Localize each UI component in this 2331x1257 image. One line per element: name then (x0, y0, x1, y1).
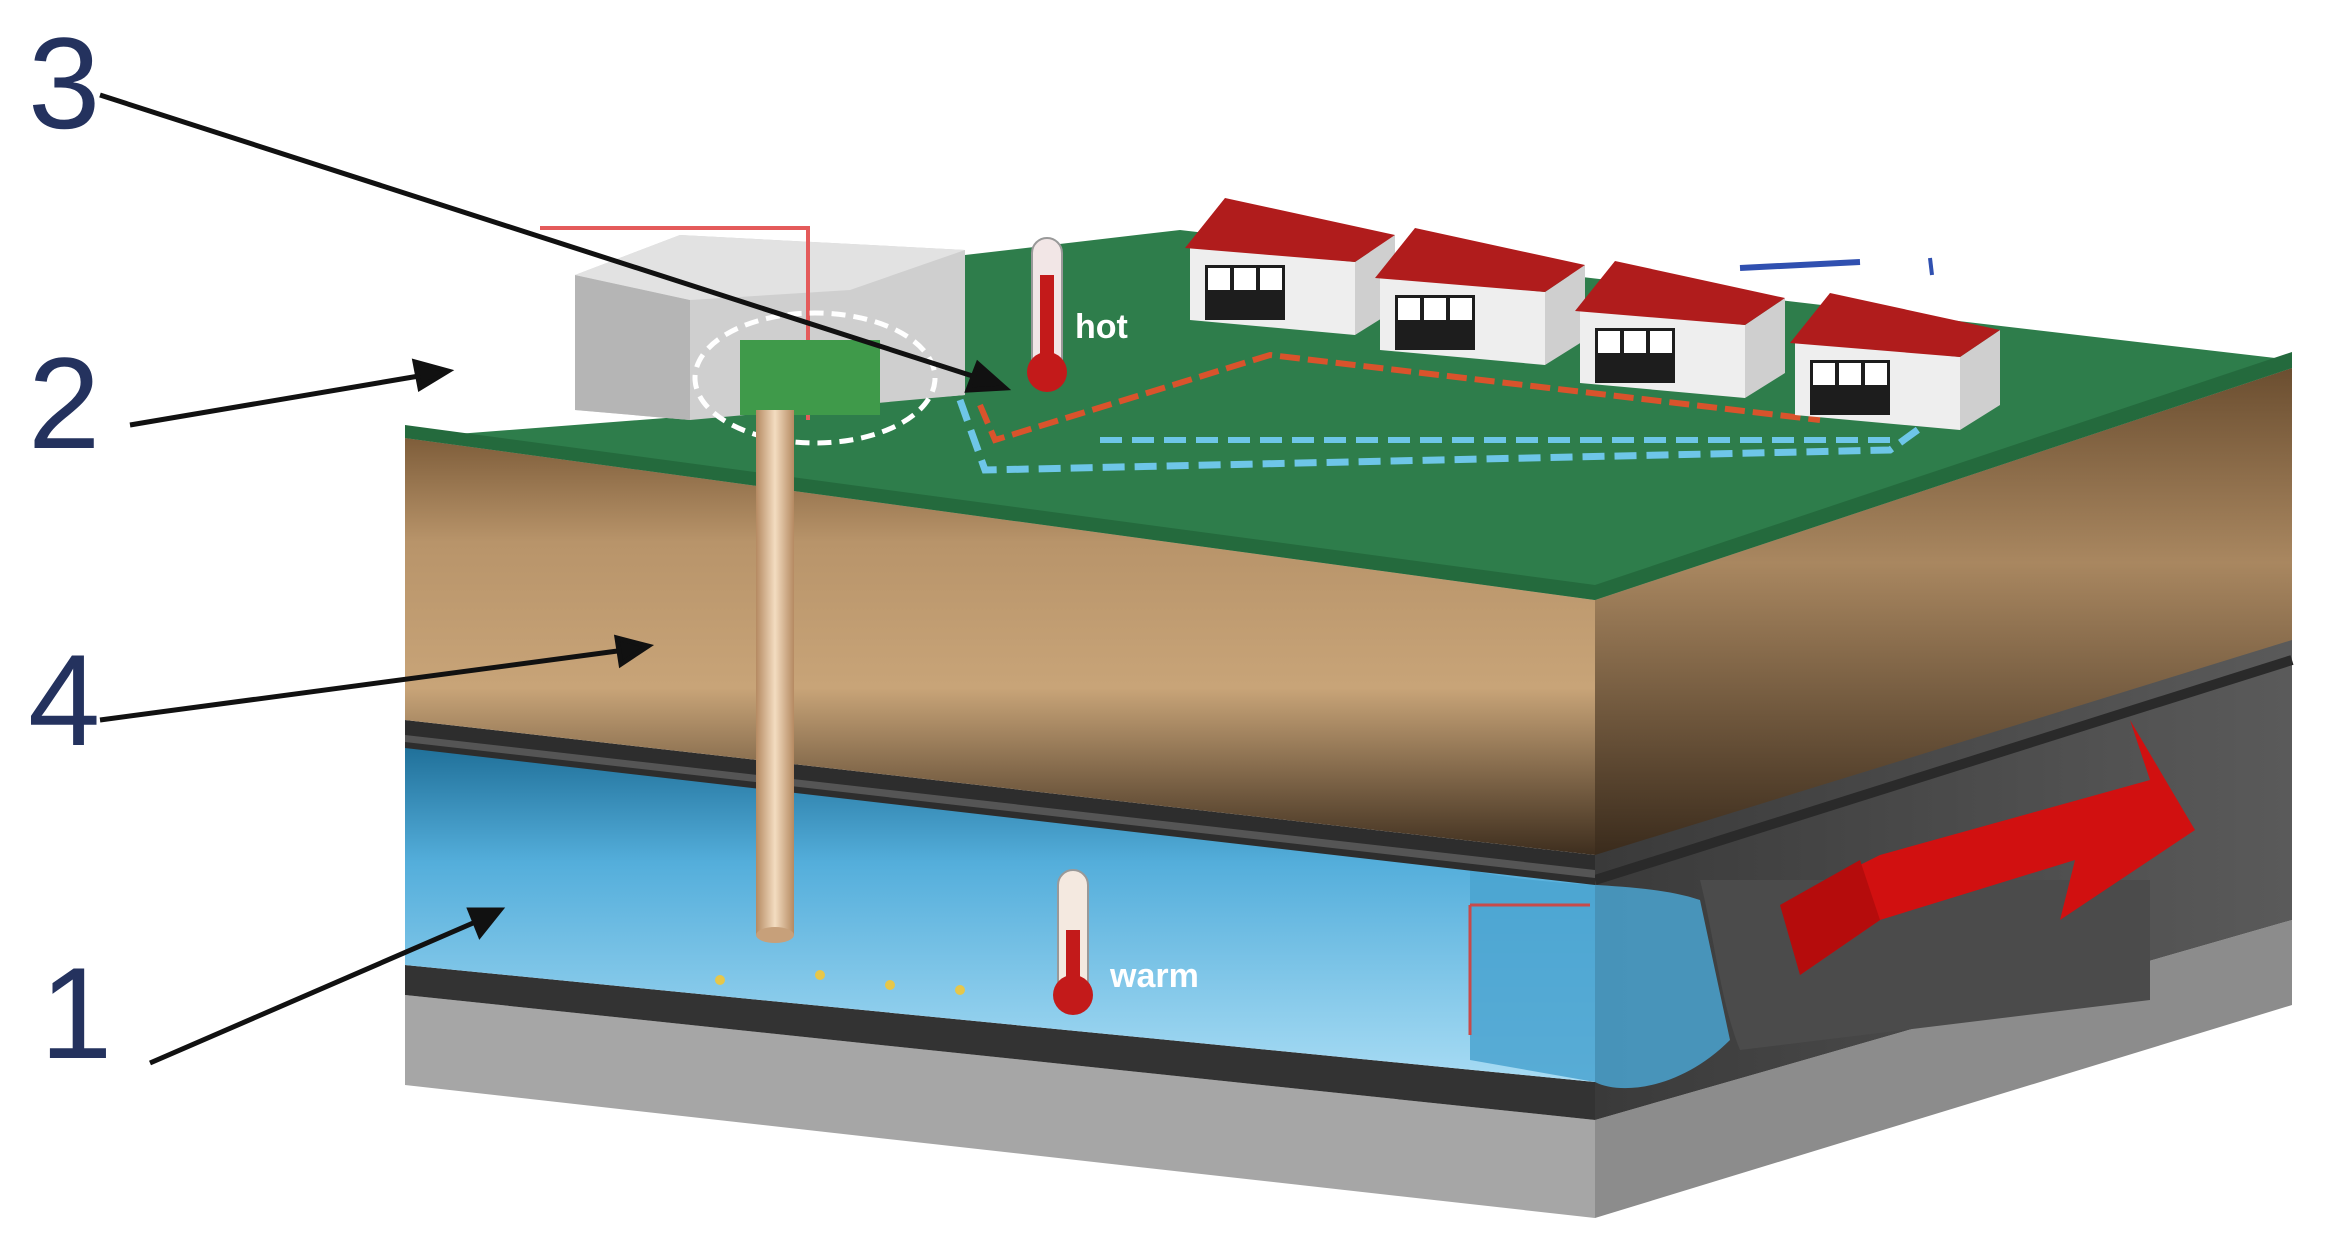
callout-2: 2 (28, 330, 100, 476)
aquifer-layer (405, 745, 1595, 1082)
flow-arrow-icon (1780, 720, 2195, 975)
callout-1: 1 (40, 940, 112, 1086)
callout-arrows (99, 92, 1012, 1066)
house-icon (1375, 228, 1585, 365)
house-icon (1185, 198, 1395, 335)
callout-3-arrow (99, 92, 986, 383)
thermometer-icon (1053, 869, 1093, 1015)
thermometer-icon (1027, 237, 1067, 392)
soil-layer-front (405, 438, 1595, 855)
lower-rock-band (405, 965, 1595, 1120)
callout-3: 3 (28, 10, 100, 156)
thermometer-label-hot: hot (1075, 308, 1128, 346)
house-icon (1790, 293, 2000, 430)
callout-4-arrow (99, 647, 626, 723)
confining-layer (405, 720, 1595, 885)
callout-1-arrow (149, 917, 481, 1066)
district-heating-loop (956, 351, 2003, 474)
callout-4: 4 (28, 627, 100, 773)
houses-row (1185, 198, 2000, 430)
callout-2-arrow (129, 372, 426, 428)
house-icon (1575, 261, 1785, 398)
well-pipe-icon (715, 410, 965, 995)
soil-layer-side (1595, 368, 2292, 855)
thermometer-label-warm: warm (1109, 957, 1199, 995)
